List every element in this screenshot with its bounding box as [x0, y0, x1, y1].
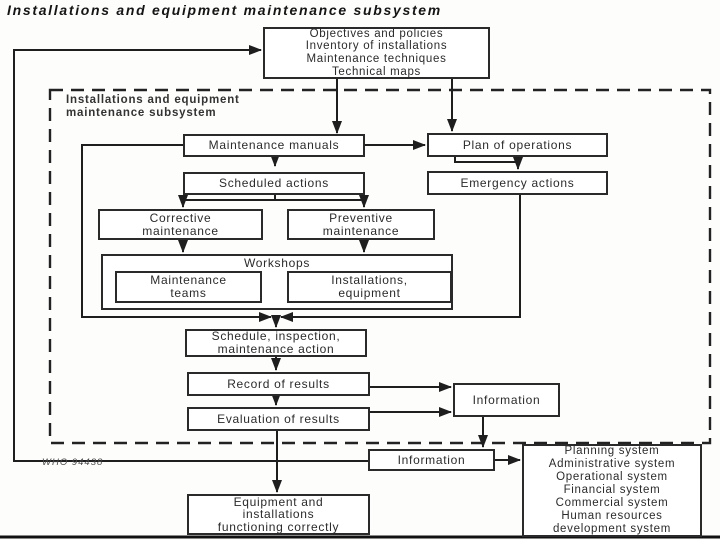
diagram-title: Installations and equipment maintenance …: [7, 2, 442, 18]
subsystem-boundary-box: [48, 88, 712, 445]
node-emergency-actions: Emergency actions: [427, 171, 608, 195]
node-evaluation-of-results: Evaluation of results: [187, 407, 370, 431]
node-maintenance-teams: Maintenance teams: [115, 271, 262, 303]
node-external-systems: Planning system Administrative system Op…: [522, 444, 702, 537]
node-objectives-policies: Objectives and policies Inventory of ins…: [263, 27, 490, 79]
connector-feedback-loop: [13, 45, 368, 462]
node-information-outer: Information: [368, 449, 495, 471]
node-corrective-maintenance: Corrective maintenance: [98, 209, 263, 240]
node-preventive-maintenance: Preventive maintenance: [287, 209, 435, 240]
who-reference-label: WHO 94438: [42, 457, 104, 468]
subsystem-boundary-label: Installations and equipment maintenance …: [66, 94, 240, 119]
connector-emergency-loop: [280, 195, 521, 322]
node-plan-of-operations: Plan of operations: [427, 133, 608, 157]
connectors: [13, 45, 523, 493]
node-scheduled-actions: Scheduled actions: [183, 172, 365, 195]
node-record-of-results: Record of results: [187, 372, 370, 396]
connector-manuals-loop: [81, 144, 272, 322]
connector-plan-emergency: [454, 157, 523, 170]
node-equipment-functioning: Equipment and installations functioning …: [187, 494, 370, 535]
node-installations-equipment: Installations, equipment: [287, 271, 452, 303]
node-schedule-inspection: Schedule, inspection, maintenance action: [185, 329, 367, 357]
node-maintenance-manuals: Maintenance manuals: [183, 134, 365, 157]
workshops-label: Workshops: [243, 256, 311, 270]
node-information-inner: Information: [453, 383, 560, 417]
